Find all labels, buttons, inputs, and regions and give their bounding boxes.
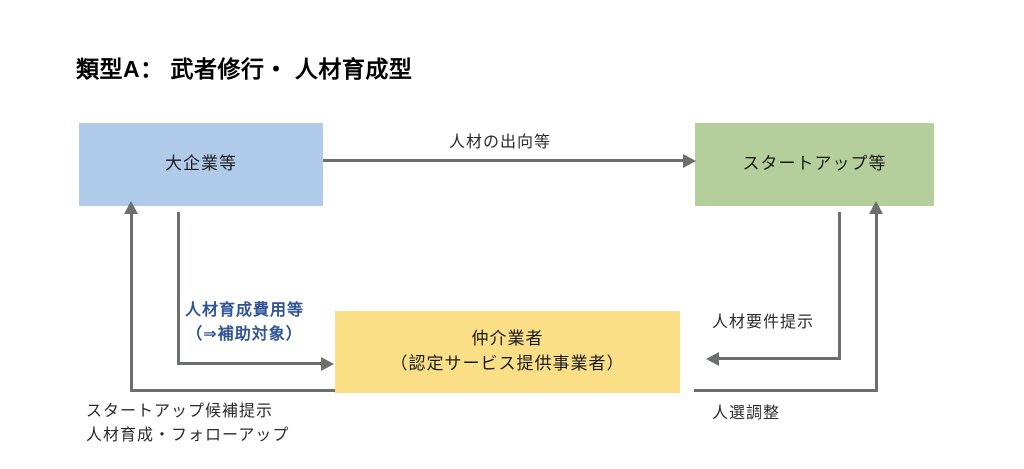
edge-training-cost-label: 人材育成費用等 （⇒補助対象） bbox=[185, 299, 304, 347]
node-startup[interactable]: スタートアップ等 bbox=[695, 123, 934, 206]
node-intermediary-label-line1: 仲介業者 bbox=[471, 329, 544, 349]
edge-talent-requirement-label: 人材要件提示 bbox=[712, 314, 815, 331]
node-intermediary-label-line2: （認定サービス提供事業者） bbox=[390, 354, 625, 373]
edge-selection-adjustment-label: 人選調整 bbox=[712, 405, 781, 422]
edge-training-cost-label-line2: （⇒補助対象） bbox=[186, 326, 303, 343]
edge-dispatch-arrowhead-icon bbox=[683, 154, 696, 168]
edge-candidate-followup-arrowhead-icon bbox=[124, 201, 138, 214]
node-startup-label: スタートアップ等 bbox=[742, 154, 887, 174]
node-large-company[interactable]: 大企業等 bbox=[79, 123, 323, 206]
edge-selection-adjustment-vertical bbox=[875, 213, 878, 392]
node-large-company-label: 大企業等 bbox=[165, 154, 237, 174]
edge-selection-adjustment-arrowhead-icon bbox=[869, 201, 883, 214]
node-intermediary[interactable]: 仲介業者 （認定サービス提供事業者） bbox=[335, 311, 680, 393]
edge-talent-requirement-arrowhead-icon bbox=[706, 352, 719, 366]
edge-selection-adjustment-horizontal bbox=[694, 389, 878, 392]
edge-training-cost-arrowhead-icon bbox=[321, 357, 334, 371]
edge-talent-requirement-vertical bbox=[838, 212, 841, 360]
page-title: 類型A： 武者修行・ 人材育成型 bbox=[76, 56, 413, 82]
edge-dispatch-label: 人材の出向等 bbox=[449, 134, 552, 151]
edge-candidate-followup-horizontal bbox=[130, 389, 335, 392]
edge-training-cost-horizontal bbox=[177, 362, 322, 365]
edge-candidate-followup-label: スタートアップ候補提示 人材育成・フォローアップ bbox=[86, 400, 289, 448]
edge-dispatch-line bbox=[323, 159, 684, 162]
edge-training-cost-label-line1: 人材育成費用等 bbox=[185, 302, 305, 319]
edge-candidate-followup-label-line2: 人材育成・フォローアップ bbox=[86, 427, 290, 444]
edge-training-cost-vertical bbox=[177, 212, 180, 365]
edge-candidate-followup-vertical bbox=[130, 213, 133, 392]
edge-talent-requirement-horizontal bbox=[719, 357, 841, 360]
edge-candidate-followup-label-line1: スタートアップ候補提示 bbox=[86, 403, 274, 420]
